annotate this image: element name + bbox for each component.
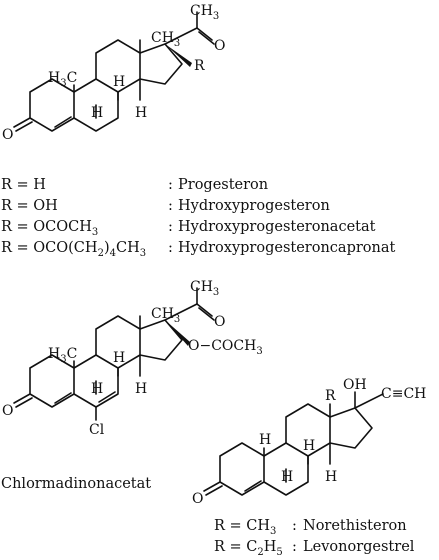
nortestosterone-structure: R OH C≡CH O H H H H — [192, 377, 426, 507]
top-h8-label: H — [113, 74, 125, 90]
table-row-r: R = OCOCH3 — [1, 219, 98, 238]
table-row-separator: : — [292, 518, 297, 534]
mid-ch3-label: CH3 — [190, 279, 219, 298]
bottom-h9-label: H — [281, 469, 293, 485]
table-row-name: Progesteron — [178, 177, 268, 193]
table-row-r: R = OH — [1, 198, 58, 214]
table-row-name: Norethisteron — [303, 518, 407, 534]
top-c13-methyl-label: CH3 — [151, 30, 180, 49]
table-row-name: Hydroxyprogesteron — [178, 198, 330, 214]
mid-chlorine-label: Cl — [89, 422, 105, 438]
table-row-name: Hydroxyprogesteroncapronat — [178, 240, 395, 256]
bottom-r-label: R — [325, 388, 336, 404]
bottom-ethynyl-label: C≡CH — [381, 386, 426, 402]
table-row-r: R = C2H5 — [214, 539, 283, 558]
table-row-name: Hydroxyprogesteronacetat — [178, 219, 376, 235]
mid-h8-label: H — [113, 350, 125, 366]
mid-c13-methyl-label: CH3 — [151, 306, 180, 325]
table-row-separator: : — [168, 219, 173, 235]
top-keto-oxygen-label: O — [214, 38, 225, 54]
progesterone-substituent-table: R = H : Progesteron R = OH : Hydroxyprog… — [1, 177, 395, 259]
norethisterone-substituent-table: R = CH3 : Norethisteron R = C2H5 : Levon… — [214, 518, 415, 558]
chlormadinone-acetate-name: Chlormadinonacetat — [1, 476, 151, 492]
table-row-separator: : — [292, 539, 297, 555]
mid-acetate-label: O−COCH3 — [188, 338, 263, 357]
bottom-oh-label: OH — [343, 377, 367, 393]
bottom-c3-oxygen-label: O — [192, 491, 203, 507]
bottom-h14-label: H — [325, 469, 337, 485]
table-row-r: R = CH3 — [214, 518, 276, 537]
mid-h9-label: H — [91, 381, 103, 397]
table-row-r: R = OCO(CH2)4CH3 — [1, 240, 146, 259]
top-h9-label: H — [91, 105, 103, 121]
top-h14-label: H — [135, 105, 147, 121]
table-row-separator: : — [168, 198, 173, 214]
bottom-h10-label: H — [259, 432, 271, 448]
bottom-h8-label: H — [303, 438, 315, 454]
top-ch3-label: CH3 — [190, 3, 219, 22]
table-row-separator: : — [168, 177, 173, 193]
mid-keto-oxygen-label: O — [214, 314, 225, 330]
table-row-separator: : — [168, 240, 173, 256]
table-row-r: R = H — [1, 177, 46, 193]
mid-c10-methyl-label: H3C — [48, 346, 77, 365]
table-row-name: Levonorgestrel — [303, 539, 415, 555]
top-c3-oxygen-label: O — [2, 127, 13, 143]
top-c10-methyl-label: H3C — [48, 70, 77, 89]
progesterone-structure: CH3 CH3 H3C O O R H H H — [2, 3, 225, 143]
chlormadinone-acetate-structure: CH3 CH3 H3C O O O−COCH3 H H H Cl Chlorma… — [1, 279, 263, 492]
mid-h14-label: H — [135, 381, 147, 397]
top-r-label: R — [194, 58, 205, 74]
mid-c3-oxygen-label: O — [2, 403, 13, 419]
